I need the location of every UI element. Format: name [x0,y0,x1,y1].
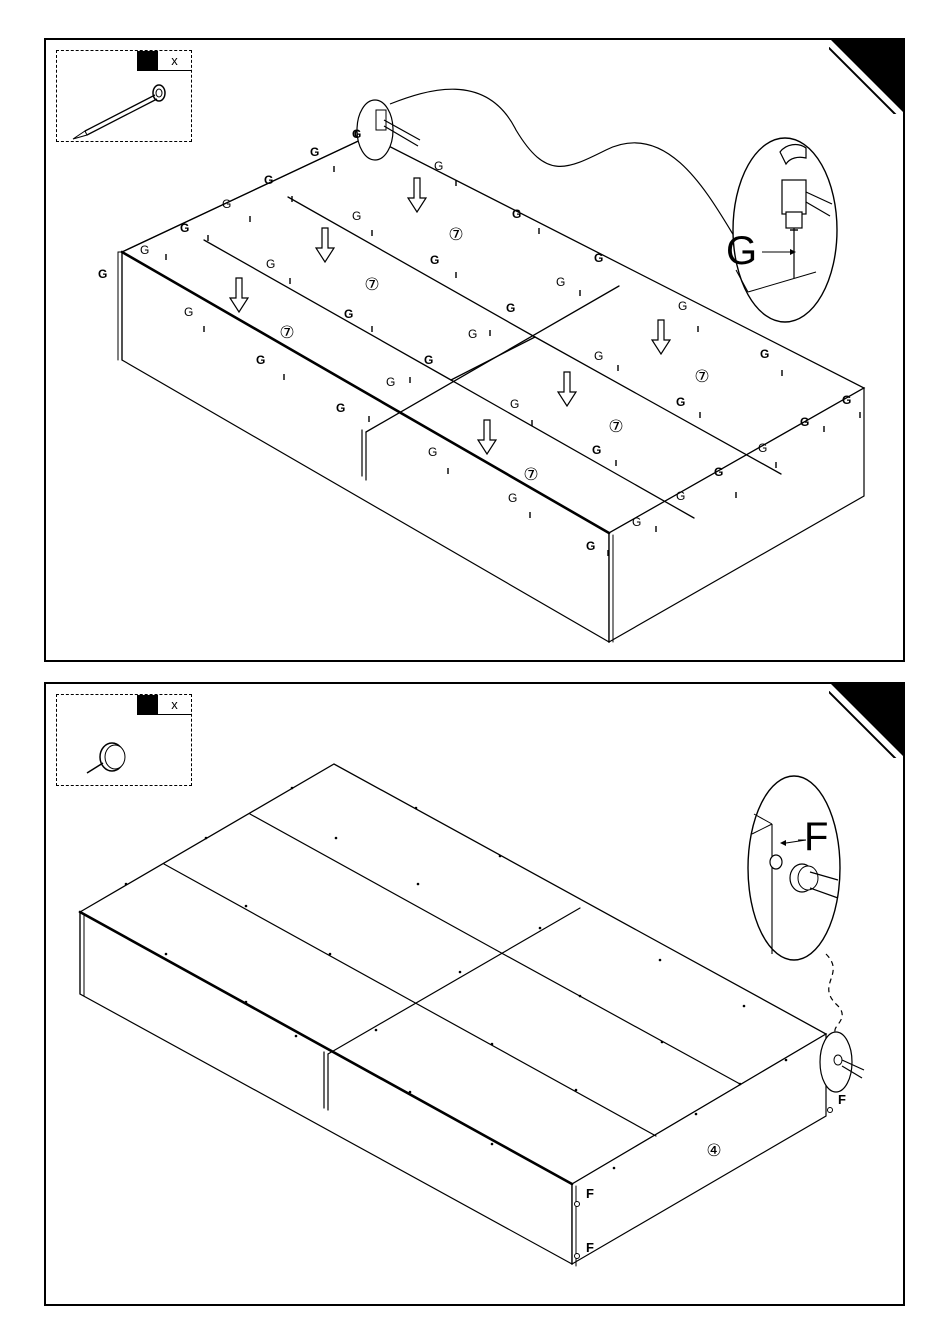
fastener-label: G [760,347,769,361]
fastener-label: G [632,515,641,529]
fastener-label: G [256,353,265,367]
fastener-label: G [222,197,231,211]
fastener-label: G [386,375,395,389]
board-number: ⑦ [364,275,379,294]
fastener-label: G [594,251,603,265]
fastener-label: G [140,243,149,257]
fastener-label: F [586,1240,594,1255]
fastener-label: G [678,299,687,313]
fastener-label: G [800,415,809,429]
board-number: ⑦ [448,225,463,244]
fastener-label: G [430,253,439,267]
fastener-label: F [838,1092,846,1107]
fastener-label: G [758,441,767,455]
fastener-label: G [592,443,601,457]
fastener-label: G [336,401,345,415]
step-panel-end-panel: x [44,682,905,1306]
fastener-label: G [714,465,723,479]
fastener-label: G [264,173,273,187]
detail-fastener-label: G [726,229,757,273]
fastener-label: G [180,221,189,235]
fastener-label: G [508,491,517,505]
callout-connector [826,954,842,1034]
fastener-label: G [310,145,319,159]
board-number: ④ [706,1141,721,1160]
hammer-detail-callout [748,776,840,960]
fastener-label: G [344,307,353,321]
board-number: ⑦ [694,367,709,386]
board-number: ⑦ [279,323,294,342]
detail-fastener-label: F [804,815,828,859]
fastener-label: G [352,209,361,223]
fastener-label: G [184,305,193,319]
fastener-label: G [594,349,603,363]
fastener-label: G [424,353,433,367]
fastener-label: G [586,539,595,553]
fastener-label: G [676,489,685,503]
fastener-label: G [98,267,107,281]
fastener-label: G [556,275,565,289]
board-number: ⑦ [523,465,538,484]
hammer-callout-small [357,100,420,160]
fastener-label: G [676,395,685,409]
board-number: ⑦ [608,417,623,436]
fastener-label: G [468,327,477,341]
fastener-label: G [510,397,519,411]
step-panel-boards: x [44,38,905,662]
fastener-label: G [512,207,521,221]
fastener-label: G [434,159,443,173]
bed-base-drawing: ④ F F F F [46,684,905,1306]
fastener-label: G [506,301,515,315]
fastener-label: G [428,445,437,459]
fastener-label: G [352,127,361,141]
bed-base-drawing: ⑦ ⑦ ⑦ ⑦ ⑦ ⑦ G G G G G G G G G G G G G G … [46,40,905,662]
hammer-callout-small [820,1032,864,1092]
fastener-label: F [586,1186,594,1201]
fastener-label: G [842,393,851,407]
fastener-label: G [266,257,275,271]
